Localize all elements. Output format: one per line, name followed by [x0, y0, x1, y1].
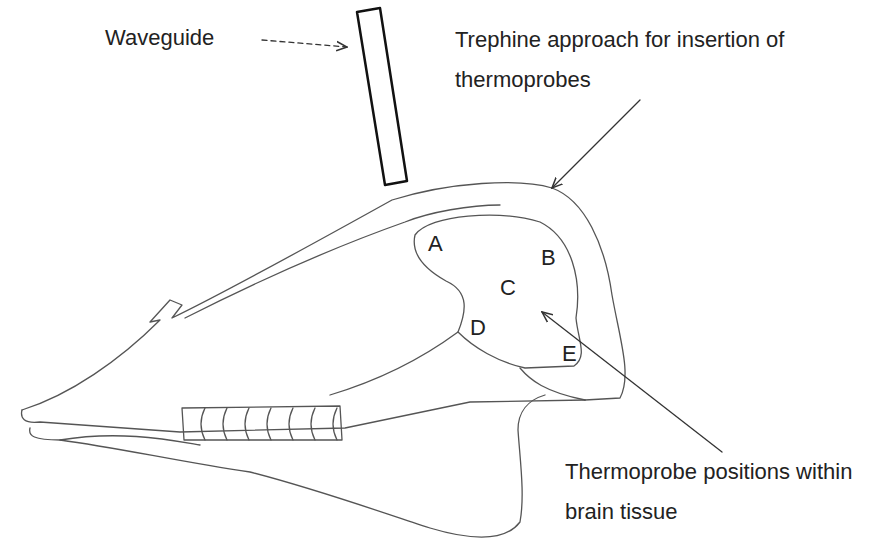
callout-label: Waveguide [105, 18, 265, 58]
probe-letter: C [500, 268, 530, 308]
callout-label: Thermoprobe positions within brain tissu… [565, 452, 865, 531]
tooth-line [267, 408, 271, 440]
mandible-inner [60, 436, 200, 445]
tooth-line [311, 408, 315, 440]
tooth-line [223, 408, 227, 440]
mandible [30, 395, 545, 537]
leader-line [552, 100, 640, 188]
tooth-line [245, 408, 249, 440]
teeth-row [182, 406, 342, 440]
tooth-lines [201, 408, 337, 440]
probe-letter: A [428, 224, 458, 264]
upper-jaw [22, 400, 585, 432]
tooth-line [289, 408, 293, 440]
probe-letter: E [562, 334, 592, 374]
callout-label: Trephine approach for insertion of therm… [455, 20, 825, 99]
zygomatic-line [330, 332, 585, 400]
waveguide [357, 8, 407, 185]
tooth-line [201, 408, 205, 440]
probe-letter: B [541, 238, 571, 278]
leader-line [262, 40, 347, 47]
facial-line [185, 205, 500, 318]
skull-outline [22, 183, 625, 410]
tooth-line [333, 408, 337, 440]
probe-letter: D [470, 308, 500, 348]
leader-line [542, 312, 722, 452]
